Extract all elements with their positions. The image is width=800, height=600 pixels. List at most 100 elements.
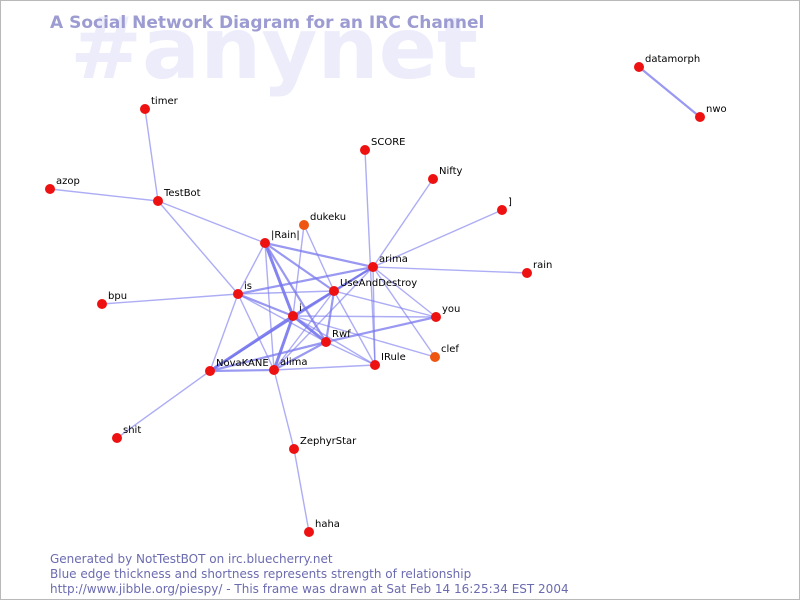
edge-arima-clef	[372, 266, 436, 358]
node-label-timer: timer	[151, 96, 179, 107]
node-label-Rwf: Rwf	[332, 329, 351, 340]
footer-generated-by: Generated by NotTestBOT on irc.bluecherr…	[50, 552, 333, 566]
node-label-bracket: ]	[508, 197, 512, 208]
edge-bracket-arima	[372, 209, 503, 268]
edge-is-UseAndDestroy	[237, 290, 335, 295]
node-dot-datamorph	[634, 62, 644, 72]
edge-i-alima	[272, 315, 295, 371]
edge-rain-arima	[372, 266, 528, 274]
edge-UseAndDestroy-alima	[273, 290, 335, 371]
edge-NovaKANE-UseAndDestroy	[209, 290, 335, 372]
edge-SCORE-IRule	[364, 149, 376, 366]
node-dot-Rwf	[321, 337, 331, 347]
node-rain: rain	[522, 260, 552, 278]
node-label-i: i	[299, 303, 302, 314]
edge-TestBot-is	[157, 200, 239, 295]
node-dot-clef	[430, 352, 440, 362]
node-Nifty: Nifty	[428, 166, 463, 184]
node-IRule: IRule	[370, 352, 406, 370]
node-dot-ZephyrStar	[289, 444, 299, 454]
edge-IRainI-i	[263, 242, 295, 317]
node-dot-haha	[304, 527, 314, 537]
node-label-azop: azop	[56, 176, 80, 187]
node-alima: alima	[269, 357, 308, 375]
edge-Rwf-alima	[273, 341, 327, 371]
node-dot-alima	[269, 365, 279, 375]
node-label-haha: haha	[315, 519, 340, 530]
node-label-rain: rain	[533, 260, 552, 271]
edge-Rwf-you	[325, 315, 437, 344]
node-dot-i	[288, 311, 298, 321]
node-SCORE: SCORE	[360, 137, 405, 155]
footer-url-timestamp: http://www.jibble.org/piespy/ - This fra…	[50, 582, 569, 596]
node-label-dukeku: dukeku	[310, 212, 346, 223]
node-label-nwo: nwo	[706, 104, 727, 115]
node-label-UseAndDestroy: UseAndDestroy	[340, 278, 417, 289]
channel-watermark: #anynet	[70, 0, 478, 99]
node-label-arima: arima	[379, 254, 408, 265]
edge-IRainI-arima	[264, 241, 374, 269]
edge-arima-is	[237, 265, 374, 296]
edge-is-i	[237, 292, 294, 318]
footer: Generated by NotTestBOT on irc.bluecherr…	[50, 552, 569, 597]
node-dot-bracket	[497, 205, 507, 215]
node-TestBot: TestBot	[153, 188, 201, 206]
node-nwo: nwo	[695, 104, 727, 122]
edge-i-clef	[292, 315, 436, 358]
edge-is-Rwf	[237, 293, 327, 343]
node-dot-IRule	[370, 360, 380, 370]
node-azop: azop	[45, 176, 80, 194]
node-Rwf: Rwf	[321, 329, 351, 347]
edge-dukeku-UseAndDestroy	[303, 224, 335, 292]
edge-alima-ZephyrStar	[273, 369, 295, 450]
node-NovaKANE: NovaKANE	[205, 358, 269, 376]
node-dot-azop	[45, 184, 55, 194]
node-label-Nifty: Nifty	[439, 166, 463, 177]
node-you: you	[431, 304, 460, 322]
node-label-IRainI: |Rain|	[271, 230, 300, 241]
edge-timer-TestBot	[144, 108, 159, 202]
node-bracket: ]	[497, 197, 512, 215]
edge-dukeku-i	[292, 224, 305, 317]
node-IRainI: |Rain|	[260, 230, 300, 248]
edge-shit-NovaKANE	[116, 370, 211, 439]
node-dot-SCORE	[360, 145, 370, 155]
node-clef: clef	[430, 344, 459, 362]
node-i: i	[288, 303, 302, 321]
node-dot-is	[233, 289, 243, 299]
node-layer: timerazopTestBotbpushitSCORENifty]raindu…	[45, 54, 727, 537]
node-label-is: is	[244, 281, 252, 292]
edge-TestBot-IRainI	[157, 200, 266, 244]
edge-Nifty-arima	[372, 178, 434, 268]
edge-UseAndDestroy-IRule	[333, 290, 376, 366]
node-label-shit: shit	[123, 425, 141, 436]
node-dot-UseAndDestroy	[329, 286, 339, 296]
edge-UseAndDestroy-you	[333, 290, 437, 318]
node-label-clef: clef	[441, 344, 459, 355]
edge-NovaKANE-alima	[209, 368, 275, 373]
node-dot-bpu	[97, 299, 107, 309]
node-timer: timer	[140, 96, 179, 114]
node-label-alima: alima	[280, 357, 308, 368]
node-shit: shit	[112, 425, 141, 443]
node-dot-TestBot	[153, 196, 163, 206]
edge-Rwf-IRule	[325, 341, 376, 366]
node-label-SCORE: SCORE	[371, 137, 405, 148]
footer-legend-note: Blue edge thickness and shortness repres…	[50, 567, 472, 581]
edge-alima-IRule	[273, 364, 376, 371]
node-dot-dukeku	[299, 220, 309, 230]
edge-arima-you	[372, 266, 437, 318]
edge-Rwf-NovaKANE	[209, 340, 327, 373]
node-dot-nwo	[695, 112, 705, 122]
edge-IRainI-is	[237, 242, 266, 295]
edge-i-you	[292, 315, 437, 318]
diagram-title: A Social Network Diagram for an IRC Chan…	[50, 13, 484, 33]
node-label-IRule: IRule	[381, 352, 406, 363]
edge-bpu-is	[101, 293, 239, 305]
edge-arima-alima	[273, 266, 374, 371]
edge-azop-TestBot	[49, 188, 159, 202]
node-dot-IRainI	[260, 238, 270, 248]
node-UseAndDestroy: UseAndDestroy	[329, 278, 417, 296]
node-is: is	[233, 281, 252, 299]
edge-datamorph-nwo	[638, 66, 701, 118]
